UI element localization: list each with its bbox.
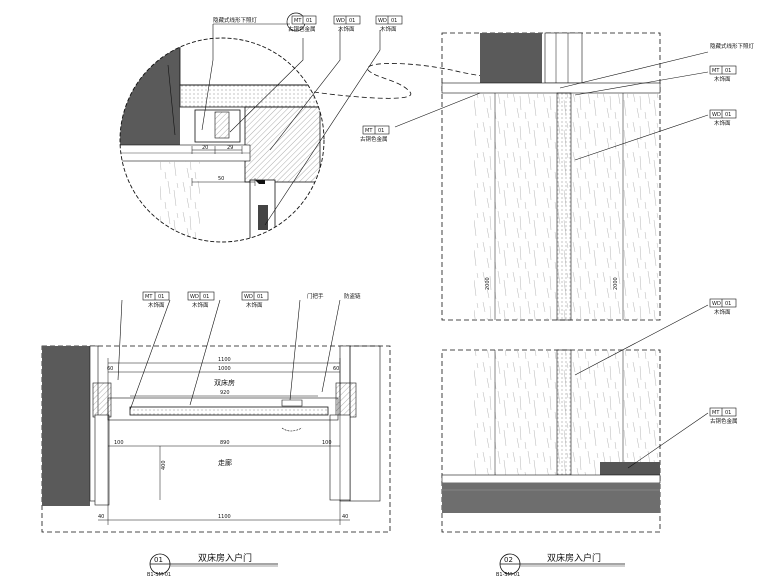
elevation-ceiling-block xyxy=(480,33,542,83)
hinge-block xyxy=(258,205,268,230)
svg-text:WD: WD xyxy=(244,294,253,300)
plan-tag-mt: MT 01 木饰面 xyxy=(142,291,170,309)
view-number-02: 02 xyxy=(504,556,513,564)
plan-dim-60-right: 60 xyxy=(333,366,339,372)
elev-tag-mt-3: MT 01 古铜色金属 xyxy=(709,407,738,425)
door-edge-upper xyxy=(556,92,572,321)
plan-dim-60-left: 60 xyxy=(107,366,113,372)
view-sheet-01: B1-SM-01 xyxy=(147,572,171,578)
svg-text:01: 01 xyxy=(725,301,731,307)
svg-text:木饰面: 木饰面 xyxy=(246,301,263,309)
svg-text:木饰面: 木饰面 xyxy=(338,25,355,33)
svg-text:MT: MT xyxy=(712,410,720,416)
detail-tag-wd-1: WD 01 木饰面 xyxy=(333,15,361,33)
svg-text:古铜色金属: 古铜色金属 xyxy=(710,417,738,425)
detail-bubble: 20 29 50 隐藏式线形下照灯 MT 01 古铜色金属 xyxy=(119,12,403,243)
room-label-corridor: 走廊 xyxy=(218,458,232,467)
dim-20: 20 xyxy=(202,145,208,151)
ceiling-layer xyxy=(179,84,321,108)
plan-label-door-stop: 防盗链 xyxy=(344,292,361,300)
svg-text:01: 01 xyxy=(725,112,731,118)
plan-wall-left xyxy=(42,346,90,506)
door-handle-plan xyxy=(281,399,303,407)
elev-dim-2000-left: 2000 xyxy=(485,277,491,290)
detail-tag-wd-2: WD 01 木饰面 xyxy=(375,15,403,33)
elevation-view: 2000 2000 隐藏式线形下照灯 MT 01 木饰面 xyxy=(360,32,755,533)
plan-view: 1100 1000 920 890 100 100 1100 40 40 60 … xyxy=(41,291,391,533)
light-profile xyxy=(194,109,241,143)
dim-29: 29 xyxy=(227,145,233,151)
elev-tag-wd-2: WD 01 木饰面 xyxy=(709,298,737,316)
plan-dim-100-right: 100 xyxy=(322,440,332,446)
svg-text:01: 01 xyxy=(725,68,731,74)
svg-text:WD: WD xyxy=(336,18,345,24)
svg-text:MT: MT xyxy=(145,294,153,300)
callout-cloud xyxy=(313,63,541,99)
svg-text:木饰面: 木饰面 xyxy=(714,308,731,316)
svg-text:01: 01 xyxy=(306,18,312,24)
svg-text:木饰面: 木饰面 xyxy=(714,75,731,83)
svg-text:木饰面: 木饰面 xyxy=(192,301,209,309)
svg-text:01: 01 xyxy=(257,294,263,300)
plan-dim-920: 920 xyxy=(220,390,230,396)
view-title-01: 01 B1-SM-01 双床房入户门 xyxy=(147,552,278,578)
svg-text:MT: MT xyxy=(712,68,720,74)
svg-text:木饰面: 木饰面 xyxy=(380,25,397,33)
door-leaf-plan xyxy=(129,406,329,416)
view-number-01: 01 xyxy=(154,556,163,564)
svg-text:隐藏式线形下照灯: 隐藏式线形下照灯 xyxy=(213,16,258,24)
svg-text:MT: MT xyxy=(365,128,373,134)
room-label-double: 双床房 xyxy=(214,378,235,387)
threshold-block xyxy=(600,462,660,475)
elev-tag-mt-2: MT 01 古铜色金属 xyxy=(360,125,390,143)
plan-dim-1100-bottom: 1100 xyxy=(218,514,231,520)
dim-50: 50 xyxy=(218,176,224,182)
elev-tag-wd-1: WD 01 木饰面 xyxy=(709,109,737,127)
view-heading-02: 双床房入户门 xyxy=(547,552,601,564)
plan-tag-wd-1: WD 01 木饰面 xyxy=(187,291,215,309)
svg-text:WD: WD xyxy=(712,301,721,307)
plan-tag-wd-2: WD 01 木饰面 xyxy=(241,291,269,309)
plan-label-handle: 门把手 xyxy=(307,292,324,300)
svg-text:01: 01 xyxy=(725,410,731,416)
detail-dimensions: 20 29 50 xyxy=(191,145,256,186)
plan-dim-400: 400 xyxy=(161,460,167,470)
plan-dimensions xyxy=(98,358,350,525)
elev-label-light: 隐藏式线形下照灯 xyxy=(710,42,755,50)
elev-tag-mt-1: MT 01 木饰面 xyxy=(709,65,737,83)
view-sheet-02: B1-SM-01 xyxy=(496,572,520,578)
svg-text:WD: WD xyxy=(378,18,387,24)
floor-slab xyxy=(442,483,660,513)
svg-text:01: 01 xyxy=(349,18,355,24)
detail-tag-light: 隐藏式线形下照灯 xyxy=(213,16,290,25)
svg-text:木饰面: 木饰面 xyxy=(148,301,165,309)
plan-dim-890: 890 xyxy=(220,440,230,446)
plan-dim-1000: 1000 xyxy=(218,366,231,372)
svg-text:MT: MT xyxy=(294,18,302,24)
svg-text:01: 01 xyxy=(378,128,384,134)
svg-text:01: 01 xyxy=(391,18,397,24)
svg-text:01: 01 xyxy=(203,294,209,300)
door-frame-section xyxy=(244,106,321,183)
view-title-02: 02 B1-SM-01 双床房入户门 xyxy=(496,552,625,578)
plan-dim-40-left: 40 xyxy=(98,514,104,520)
svg-text:古铜色金属: 古铜色金属 xyxy=(360,135,388,143)
svg-text:木饰面: 木饰面 xyxy=(714,119,731,127)
plan-dim-40-right: 40 xyxy=(342,514,348,520)
view-heading-01: 双床房入户门 xyxy=(198,552,252,564)
door-edge-lower xyxy=(556,349,572,476)
svg-text:WD: WD xyxy=(712,112,721,118)
plan-dim-100-left: 100 xyxy=(114,440,124,446)
elev-dim-2000-right: 2000 xyxy=(613,277,619,290)
svg-text:WD: WD xyxy=(190,294,199,300)
svg-text:古铜色金属: 古铜色金属 xyxy=(288,25,316,33)
detail-tag-mt: MT 01 古铜色金属 xyxy=(286,12,317,33)
plan-dim-1100-top: 1100 xyxy=(218,357,231,363)
svg-text:01: 01 xyxy=(158,294,164,300)
